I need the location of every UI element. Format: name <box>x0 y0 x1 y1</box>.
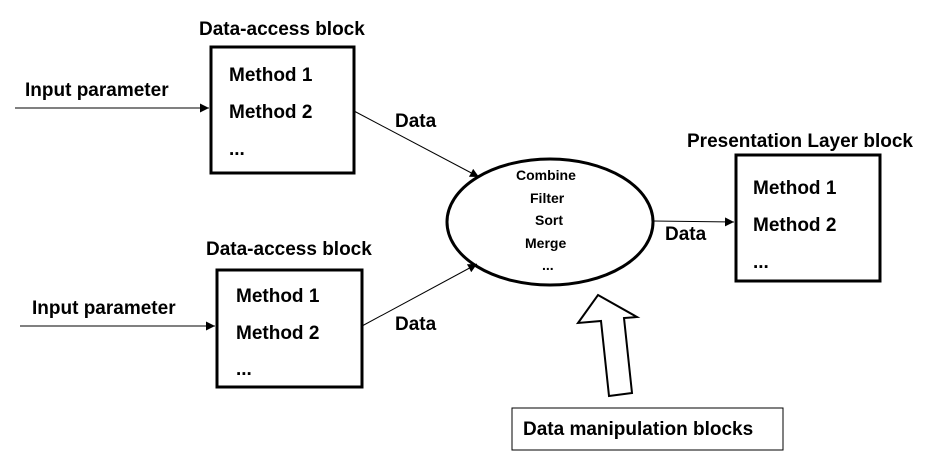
data-access-title-bottom: Data-access block <box>206 239 372 260</box>
presentation-method-2: Method 2 <box>753 215 837 236</box>
manipulation-up-arrow <box>575 293 641 398</box>
data-label-top: Data <box>395 111 437 132</box>
data-label-bottom: Data <box>395 314 437 335</box>
data-access-box-top <box>209 45 356 175</box>
presentation-method-1: Method 1 <box>753 178 837 199</box>
manipulation-caption: Data manipulation blocks <box>523 419 754 440</box>
hub-op-ellipsis: ... <box>542 257 554 273</box>
data-access-box-bottom <box>215 268 364 389</box>
data-access-top-ellipsis: ... <box>229 139 245 160</box>
data-access-bottom-ellipsis: ... <box>236 359 252 380</box>
data-arrow-top <box>353 110 480 178</box>
data-access-bottom-method-1: Method 1 <box>236 286 320 307</box>
data-label-out: Data <box>665 224 707 245</box>
input-parameter-bottom: Input parameter <box>32 298 176 319</box>
data-access-top-method-2: Method 2 <box>229 102 313 123</box>
hub-op-merge: Merge <box>525 235 567 251</box>
hub-op-sort: Sort <box>535 212 563 228</box>
presentation-ellipsis: ... <box>753 252 769 273</box>
hub-op-filter: Filter <box>530 190 565 206</box>
data-arrow-out <box>652 217 735 227</box>
input-parameter-top: Input parameter <box>25 80 169 101</box>
data-access-top-method-1: Method 1 <box>229 65 313 86</box>
data-arrow-bottom <box>361 263 478 327</box>
presentation-box <box>734 153 882 283</box>
manipulation-caption-box <box>511 407 784 451</box>
data-access-title-top: Data-access block <box>199 19 365 40</box>
data-access-bottom-method-2: Method 2 <box>236 323 320 344</box>
hub-op-combine: Combine <box>516 167 576 183</box>
manipulation-hub-ellipse <box>445 157 655 287</box>
presentation-title: Presentation Layer block <box>687 131 913 152</box>
